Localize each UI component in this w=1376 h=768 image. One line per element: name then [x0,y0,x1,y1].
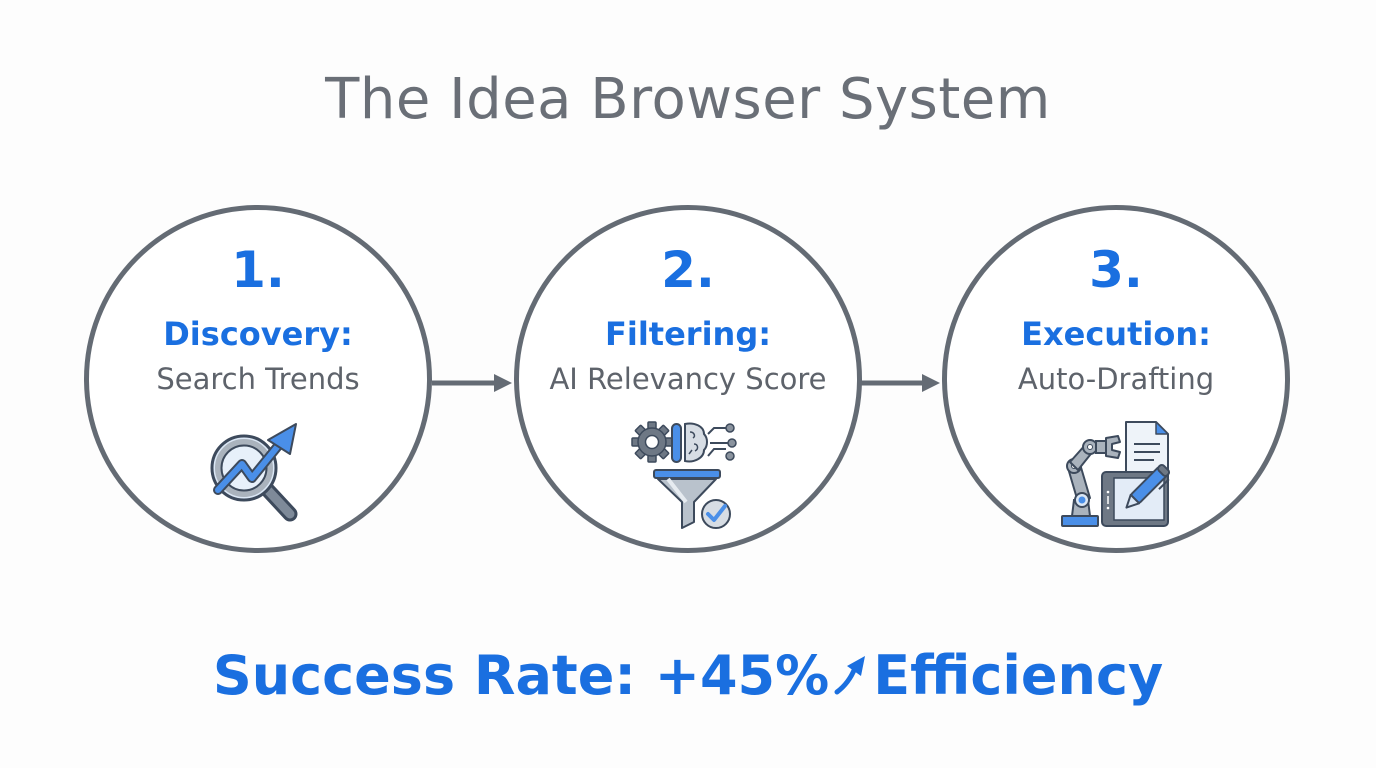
step-heading: Execution: [1021,315,1211,353]
page-title: The Idea Browser System [325,67,1051,132]
step-subtitle: AI Relevancy Score [549,362,827,396]
tagline-prefix: Success Rate: +45% [212,644,830,707]
robot-arm-document-tablet-icon [1061,421,1171,527]
step-number: 3. [1089,241,1143,299]
magnifier-trend-icon [210,423,298,522]
step-subtitle: Search Trends [156,362,360,396]
step-heading: Filtering: [604,315,772,353]
step-number: 1. [231,241,285,299]
step-subtitle: Auto-Drafting [1017,362,1215,396]
step-3-execution: 3. Execution: Auto-Drafting [942,205,1290,553]
gear-brain-funnel-check-icon [631,421,737,529]
step-heading: Discovery: [163,315,353,353]
step-number: 2. [661,241,715,299]
arrow-right-icon [432,374,512,392]
tagline-suffix: Efficiency [873,644,1164,707]
arrow-right-icon [860,374,940,392]
success-rate-tagline: Success Rate: +45% Efficiency [0,640,1376,712]
step-1-discovery: 1. Discovery: Search Trends [84,205,432,553]
trend-up-arrow-icon [834,656,866,695]
step-2-filtering: 2. Filtering: AI Relevancy Score [514,205,862,553]
